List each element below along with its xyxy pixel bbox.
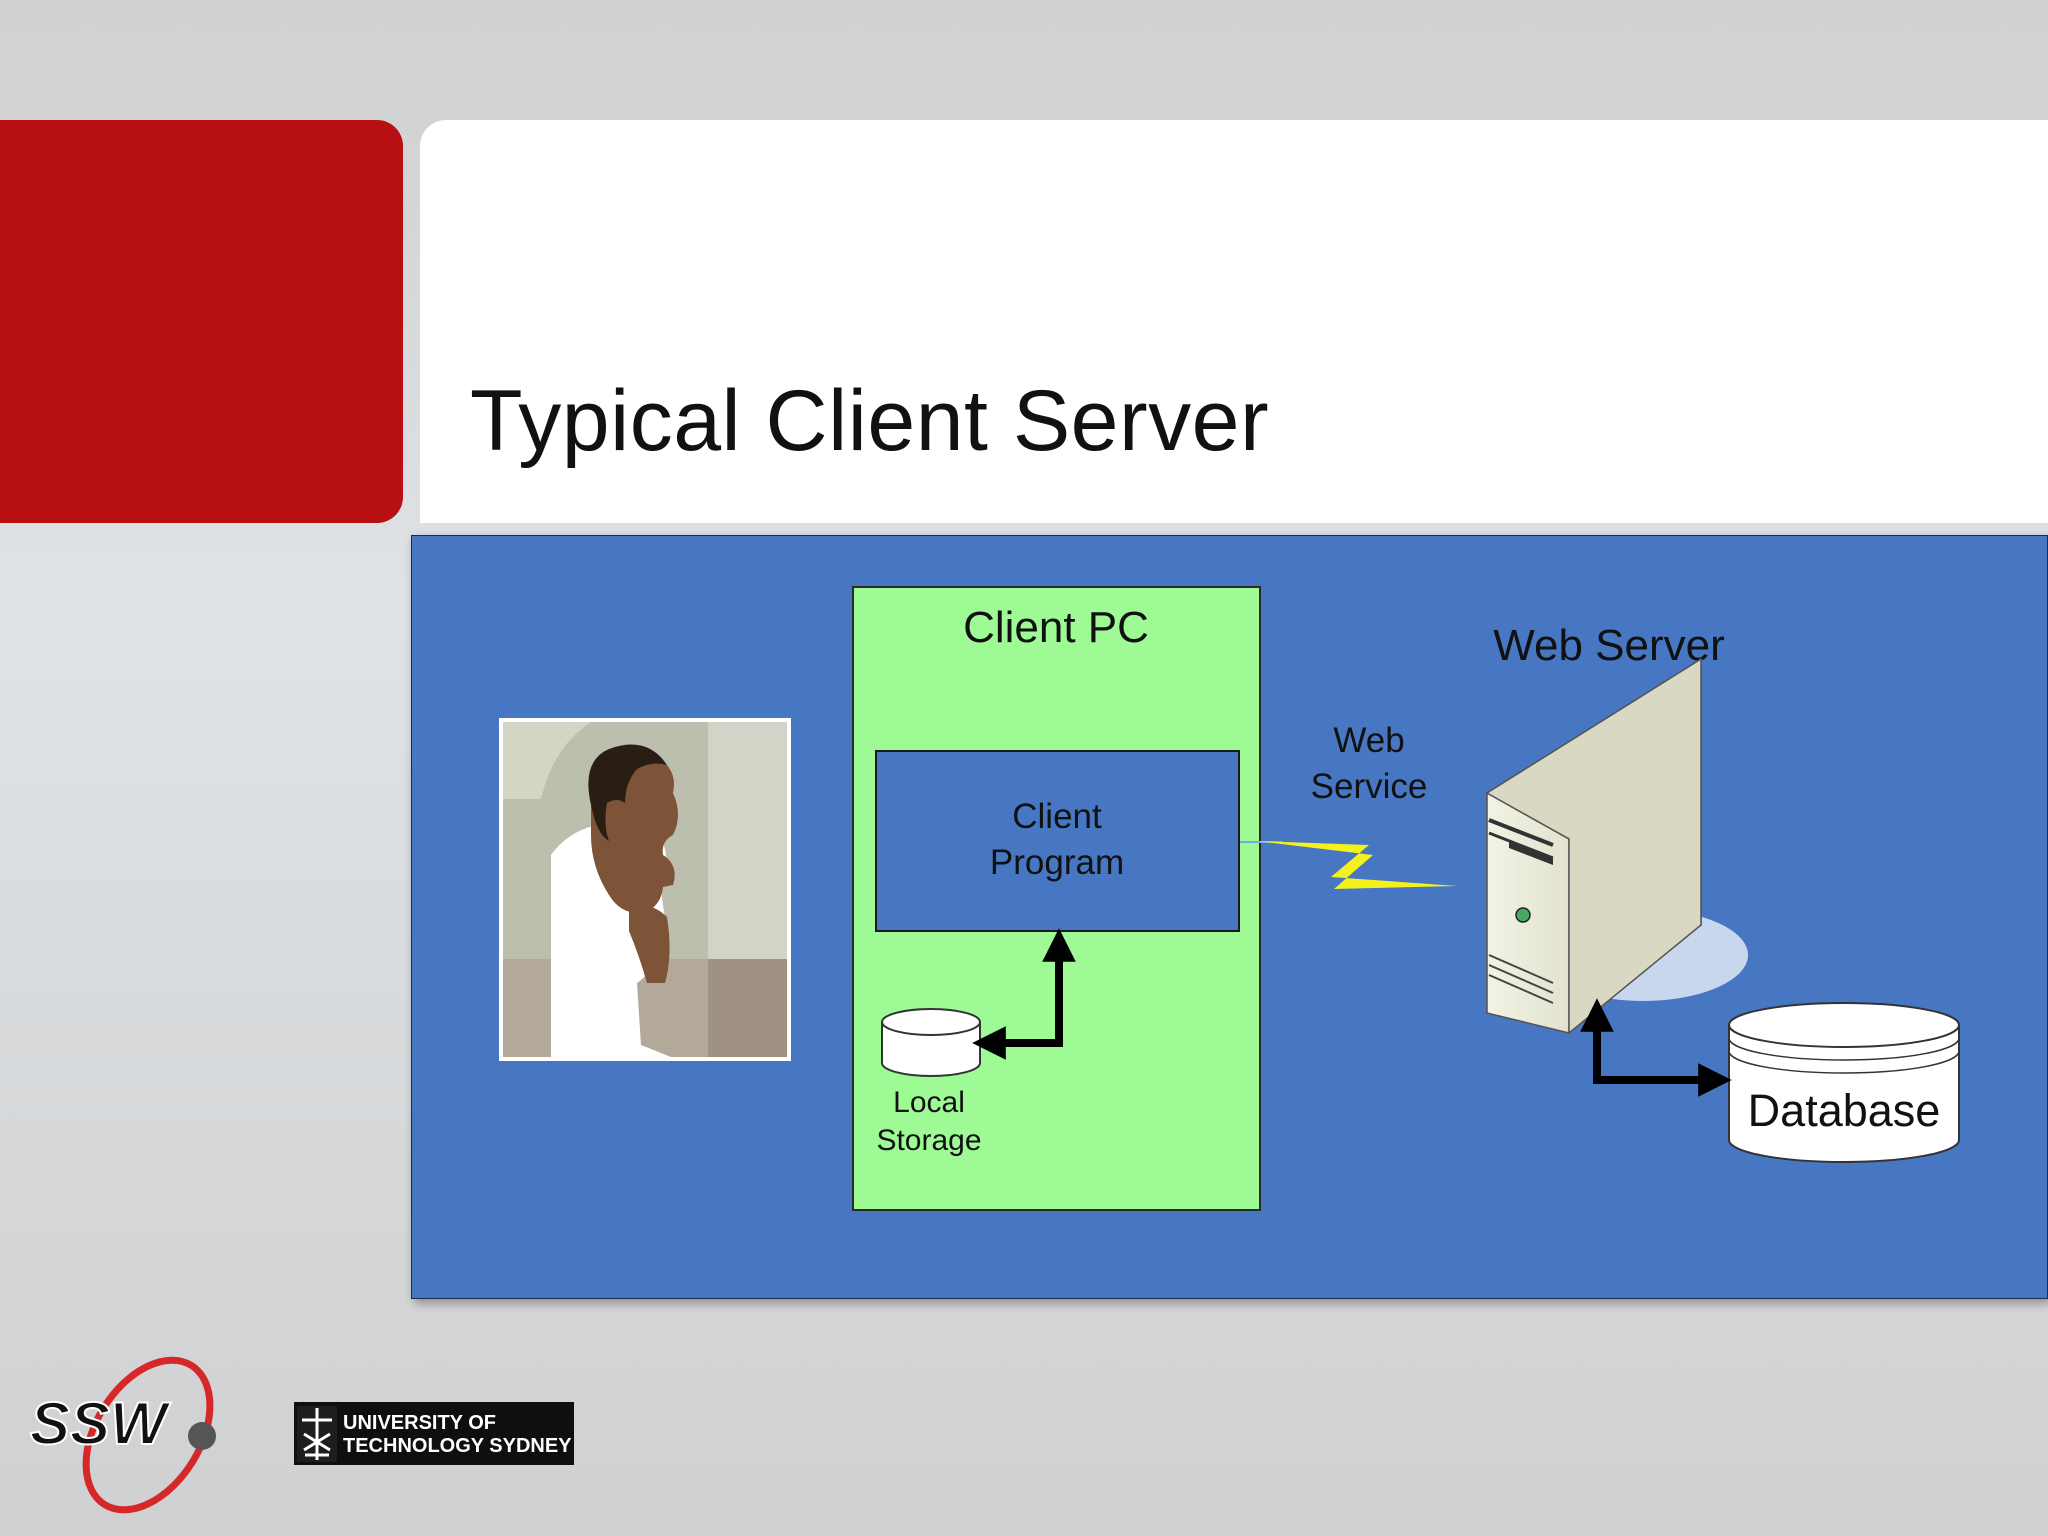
- footer-logos: SSW UNIVERSITY OF TECHNOLOGY SYDNEY: [29, 1356, 574, 1514]
- uts-logo-line2: TECHNOLOGY SYDNEY: [343, 1435, 572, 1457]
- ssw-logo-text: SSW: [30, 1390, 171, 1457]
- local-storage-label-line1: Local: [893, 1086, 965, 1119]
- ssw-logo: SSW: [29, 1356, 216, 1514]
- client-server-diagram: Client PC Client Program Local Storage W…: [411, 535, 2048, 1299]
- database-label: Database: [1748, 1085, 1941, 1136]
- server-tower-icon: [1485, 657, 1748, 1035]
- web-service-label-line2: Service: [1311, 767, 1428, 806]
- client-program-box: [875, 750, 1240, 932]
- client-program-label-line2: Program: [990, 843, 1124, 882]
- uts-logo-line1: UNIVERSITY OF: [343, 1412, 496, 1434]
- title-panel: [420, 120, 2048, 523]
- local-storage-cylinder: [881, 1008, 981, 1077]
- slide-title: Typical Client Server: [470, 373, 1270, 469]
- person-illustration: [499, 718, 791, 1075]
- red-accent-block: [0, 120, 403, 523]
- server-to-database-arrow: [1580, 998, 1732, 1097]
- local-storage-label-line2: Storage: [876, 1124, 981, 1157]
- database-cylinder: [1728, 1002, 1960, 1163]
- client-pc-label: Client PC: [963, 603, 1149, 652]
- uts-logo: UNIVERSITY OF TECHNOLOGY SYDNEY: [294, 1402, 574, 1465]
- web-server-label: Web Server: [1493, 621, 1725, 670]
- web-service-label-line1: Web: [1333, 721, 1404, 760]
- lightning-bolt-icon: [1256, 841, 1457, 889]
- storage-to-program-arrow: [972, 928, 1076, 1060]
- client-program-label-line1: Client: [1012, 797, 1102, 836]
